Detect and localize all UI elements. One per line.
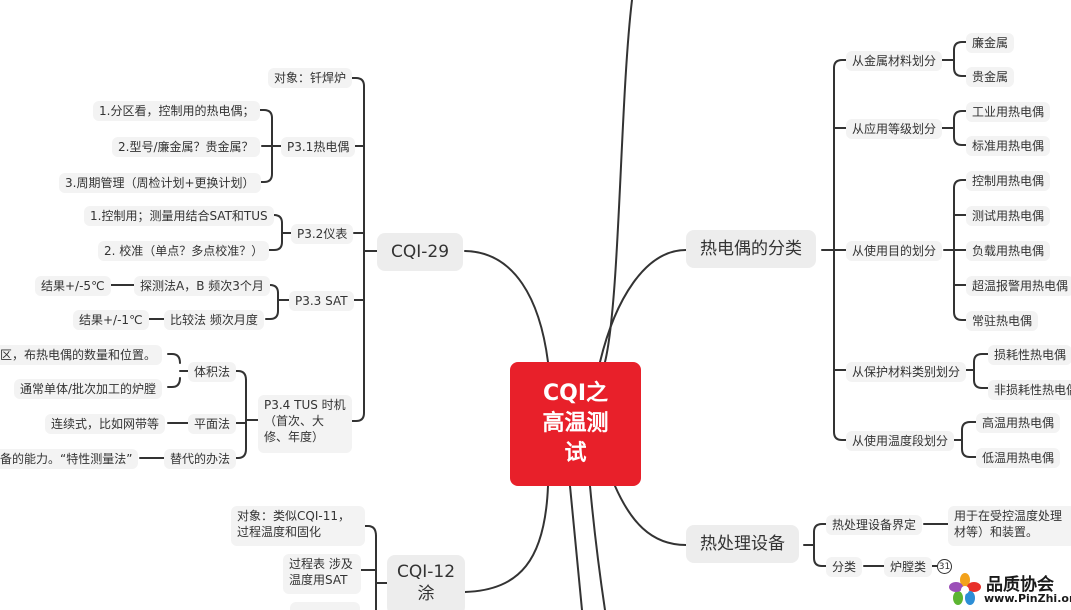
thermo-grade-1[interactable]: 工业用热电偶: [966, 102, 1051, 122]
p31-item-3[interactable]: 3.周期管理（周检计划+更换计划）: [59, 173, 261, 193]
p33-probe[interactable]: 探测法A，B 频次3个月: [134, 276, 270, 296]
topic-p32[interactable]: P3.2仪表: [291, 224, 354, 244]
cqi12-more: [290, 602, 360, 610]
p33-compare-result[interactable]: 结果+/-1℃: [73, 310, 149, 330]
thermo-purpose[interactable]: 从使用目的划分: [846, 241, 943, 261]
thermo-purpose-3[interactable]: 负载用热电偶: [966, 241, 1051, 261]
thermo-grade-2[interactable]: 标准用热电偶: [966, 136, 1051, 156]
p34-volume-a[interactable]: 区，布热电偶的数量和位置。: [0, 345, 163, 365]
thermo-grade[interactable]: 从应用等级划分: [846, 119, 943, 139]
p34-volume-b[interactable]: 通常单体/批次加工的炉膛: [14, 379, 163, 399]
flower-logo-icon: [949, 573, 981, 605]
thermo-temp-2[interactable]: 低温用热电偶: [976, 448, 1061, 468]
topic-p31[interactable]: P3.1热电偶: [281, 137, 356, 157]
p33-probe-result[interactable]: 结果+/-5℃: [35, 276, 111, 296]
topic-thermocouple-classification[interactable]: 热电偶的分类: [686, 230, 816, 268]
thermo-metal[interactable]: 从金属材料划分: [846, 51, 943, 71]
p33-compare[interactable]: 比较法 频次月度: [164, 310, 264, 330]
watermark-logo: 品质协会 www.PinZhi.org: [948, 570, 1071, 608]
p34-plane[interactable]: 平面法: [188, 414, 237, 434]
p34-alt-a[interactable]: 设备的能力。“特性测量法”: [0, 449, 139, 469]
topic-heat-treatment-equipment[interactable]: 热处理设备: [686, 525, 799, 563]
thermo-purpose-2[interactable]: 测试用热电偶: [966, 206, 1051, 226]
topic-cqi12[interactable]: CQI-12涂: [387, 555, 465, 610]
thermo-temp[interactable]: 从使用温度段划分: [846, 431, 955, 451]
heat-define[interactable]: 热处理设备界定: [826, 515, 923, 535]
root-topic[interactable]: CQI之高温测试: [510, 362, 641, 486]
p32-item-1[interactable]: 1.控制用；测量用结合SAT和TUS: [84, 206, 274, 226]
heat-category[interactable]: 分类: [826, 557, 863, 577]
watermark-title: 品质协会: [986, 575, 1054, 595]
thermo-purpose-5[interactable]: 常驻热电偶: [966, 311, 1039, 331]
heat-define-text[interactable]: 用于在受控温度处理材等）和装置。: [948, 506, 1071, 546]
collapsed-count-badge[interactable]: 31: [937, 559, 952, 574]
watermark-url: www.PinZhi.org: [984, 592, 1071, 605]
thermo-purpose-1[interactable]: 控制用热电偶: [966, 171, 1051, 191]
thermo-protect[interactable]: 从保护材料类别划分: [846, 362, 967, 382]
thermo-purpose-4[interactable]: 超温报警用热电偶: [966, 276, 1071, 296]
p34-plane-a[interactable]: 连续式，比如网带等: [45, 414, 166, 434]
cqi29-object[interactable]: 对象：钎焊炉: [268, 68, 353, 88]
thermo-protect-1[interactable]: 损耗性热电偶: [988, 345, 1071, 365]
heat-furnace[interactable]: 炉膛类: [884, 557, 933, 577]
thermo-metal-1[interactable]: 廉金属: [966, 33, 1015, 53]
p32-item-2[interactable]: 2. 校准（单点？多点校准？）: [98, 241, 270, 261]
topic-cqi29[interactable]: CQI-29: [377, 233, 464, 271]
topic-p33[interactable]: P3.3 SAT: [289, 291, 354, 311]
p34-alt[interactable]: 替代的办法: [164, 449, 237, 469]
thermo-protect-2[interactable]: 非损耗性热电偶: [988, 380, 1071, 400]
cqi12-object[interactable]: 对象：类似CQI-11，过程温度和固化: [231, 506, 365, 546]
cqi12-process[interactable]: 过程表 涉及温度用SAT: [283, 554, 361, 594]
topic-p34[interactable]: P3.4 TUS 时机（首次、大修、年度）: [258, 395, 352, 453]
p34-volume[interactable]: 体积法: [188, 362, 237, 382]
p31-item-2[interactable]: 2.型号/廉金属？贵金属？: [112, 137, 260, 157]
thermo-metal-2[interactable]: 贵金属: [966, 67, 1015, 87]
thermo-temp-1[interactable]: 高温用热电偶: [976, 413, 1061, 433]
p31-item-1[interactable]: 1.分区看，控制用的热电偶；: [93, 101, 261, 121]
